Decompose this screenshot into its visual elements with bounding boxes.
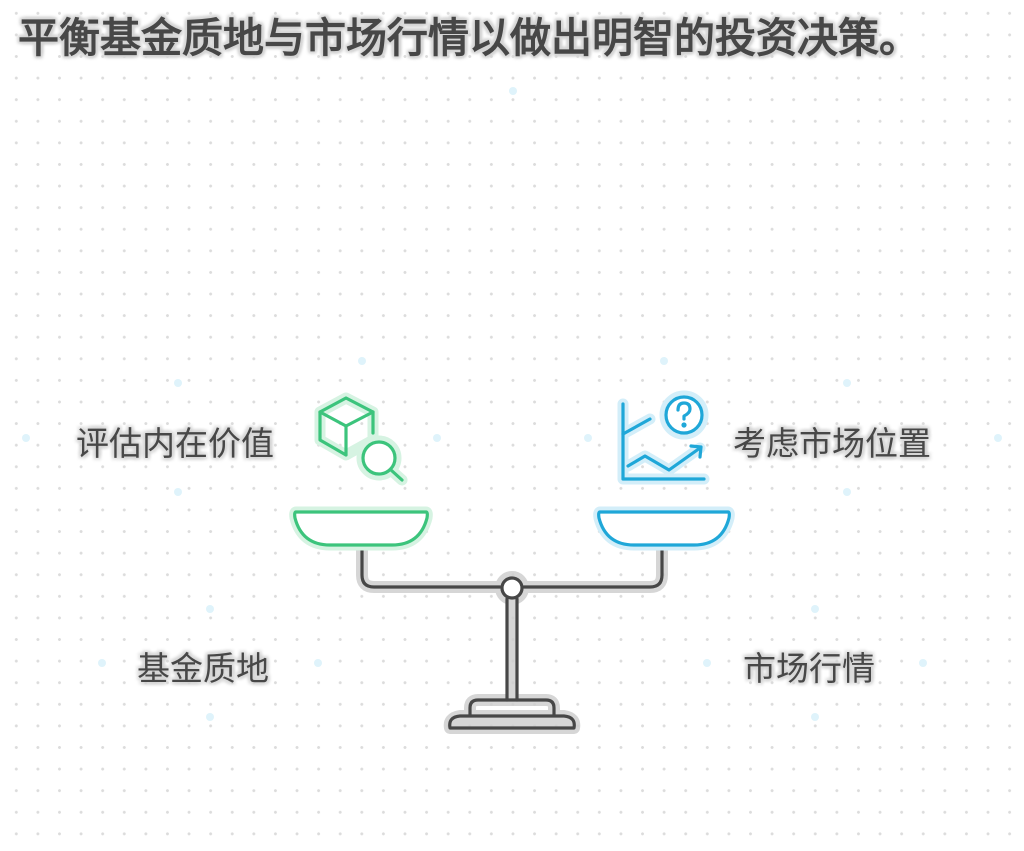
decor-dot: [703, 659, 711, 667]
decor-dot: [584, 434, 592, 442]
left-pan: [289, 506, 433, 551]
chart-question-icon: [617, 390, 710, 485]
decor-dot: [314, 659, 322, 667]
diagram-title: 平衡基金质地与市场行情以做出明智的投资决策。: [18, 14, 920, 62]
decor-dot: [174, 488, 182, 496]
decor-dot: [98, 659, 106, 667]
decor-dot: [509, 87, 517, 95]
right-pan: [593, 506, 735, 551]
left-base-label: 基金质地: [137, 649, 269, 688]
decor-dot: [206, 713, 214, 721]
decor-dot: [433, 434, 441, 442]
decor-dot: [843, 379, 851, 387]
decor-dot: [994, 434, 1002, 442]
cube-search-icon: [314, 392, 408, 486]
decor-dot: [660, 357, 668, 365]
decor-dot: [358, 357, 366, 365]
decor-dot: [843, 488, 851, 496]
decor-dot: [811, 713, 819, 721]
decor-dot: [206, 605, 214, 613]
decor-dot: [174, 379, 182, 387]
right-action-label: 考虑市场位置: [733, 424, 931, 463]
decor-dot: [22, 434, 30, 442]
balance-scale-icon: [356, 534, 668, 734]
left-action-label: 评估内在价值: [76, 424, 274, 463]
right-base-label: 市场行情: [743, 649, 875, 688]
decor-dot: [811, 605, 819, 613]
decor-dot: [919, 659, 927, 667]
